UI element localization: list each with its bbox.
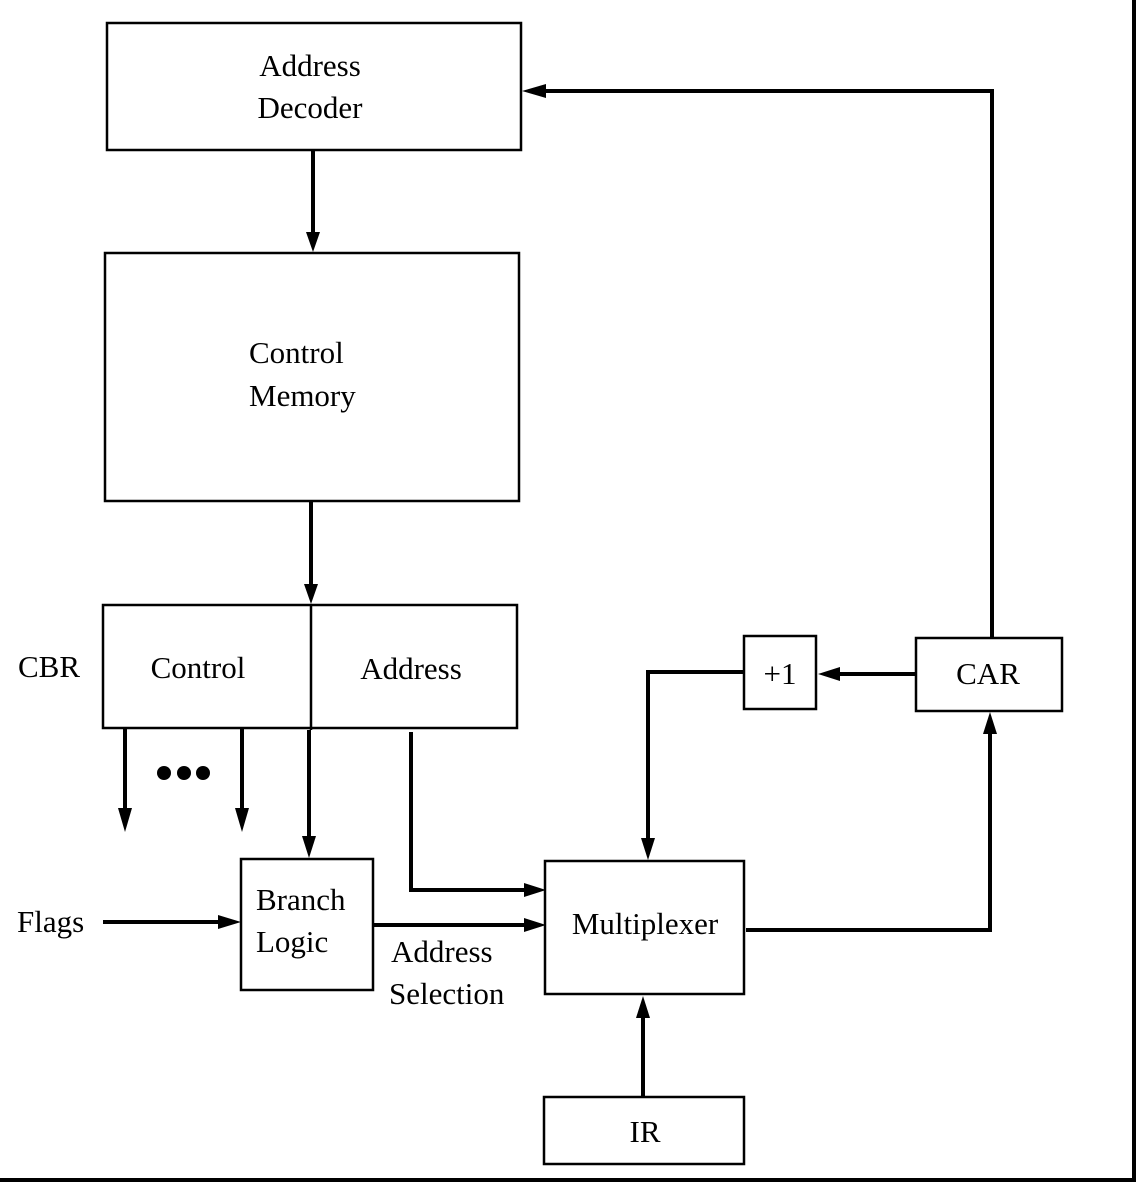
wire-branch-to-mux [374, 918, 546, 932]
ellipsis-dots-icon [157, 766, 210, 780]
car-register-block: CAR [914, 636, 1064, 713]
address-selection-label-line1: Address [391, 934, 493, 969]
wire-flags-to-branch-logic [103, 915, 241, 929]
car-label: CAR [956, 656, 1020, 691]
flags-label: Flags [17, 904, 84, 939]
address-selection-label-line2: Selection [389, 976, 505, 1011]
wire-car-to-incrementer [818, 667, 916, 681]
wire-decoder-to-memory [306, 150, 320, 252]
cbr-control-field-label: Control [151, 650, 246, 685]
wire-cbr-to-branch-logic [302, 730, 316, 858]
wire-control-out-1 [118, 728, 132, 832]
incrementer-block: +1 [742, 634, 818, 711]
cbr-register-block: Control Address [101, 603, 519, 730]
incrementer-label: +1 [764, 656, 797, 691]
control-memory-label-line2: Memory [249, 378, 356, 413]
wire-cbr-address-to-mux [409, 732, 546, 897]
ir-register-block: IR [542, 1095, 746, 1166]
wire-control-out-n [235, 728, 249, 832]
ir-label: IR [630, 1114, 661, 1149]
wire-mux-to-car [746, 712, 997, 932]
control-memory-label-line1: Control [249, 335, 344, 370]
address-decoder-label-line1: Address [259, 48, 361, 83]
wire-car-to-decoder [522, 84, 994, 638]
multiplexer-label: Multiplexer [572, 906, 719, 941]
branch-logic-label-line1: Branch [256, 882, 346, 917]
address-decoder-label-line2: Decoder [258, 90, 364, 125]
control-memory-block: Control Memory [103, 251, 521, 503]
cbr-label: CBR [18, 649, 80, 684]
cbr-address-field-label: Address [360, 651, 462, 686]
wire-memory-to-cbr [304, 502, 318, 604]
wire-incrementer-to-mux [641, 670, 744, 860]
wire-ir-to-mux [636, 996, 650, 1097]
multiplexer-block: Multiplexer [543, 859, 746, 996]
address-decoder-block: Address Decoder [105, 21, 523, 152]
branch-logic-block: Branch Logic [239, 857, 375, 992]
branch-logic-label-line2: Logic [256, 924, 328, 959]
